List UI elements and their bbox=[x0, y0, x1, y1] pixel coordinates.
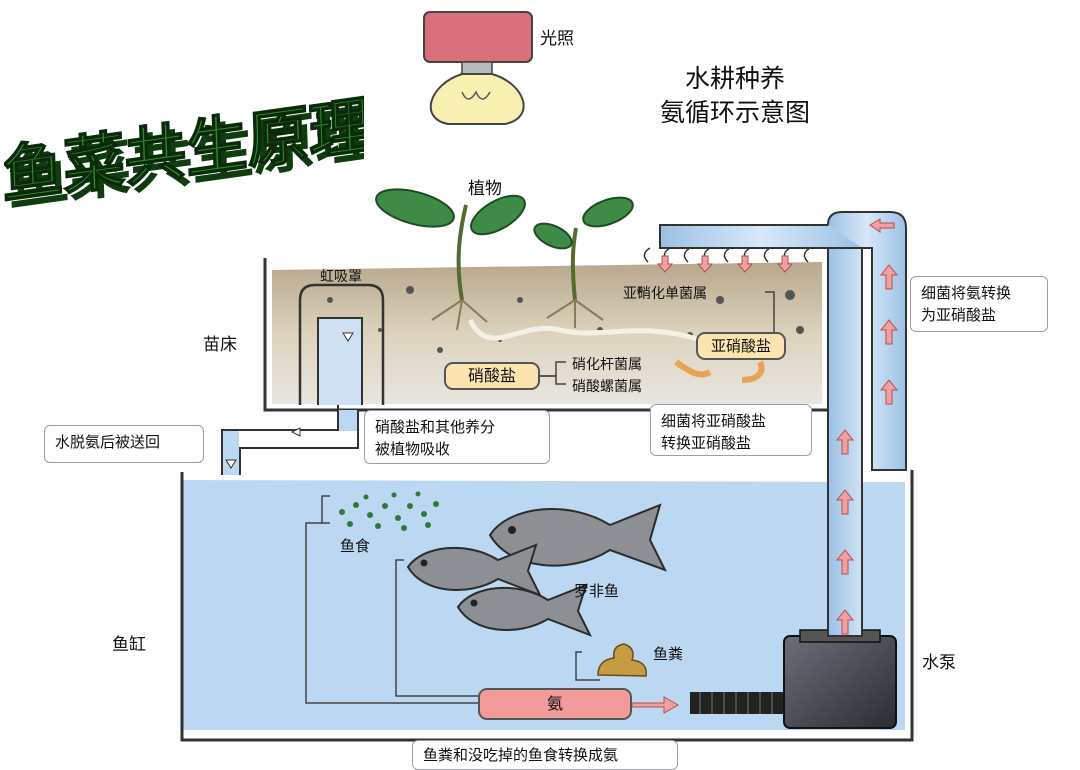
nutrients-callout: 硝酸盐和其他养分 被植物吸收 bbox=[364, 410, 550, 464]
plant-icon bbox=[375, 188, 701, 343]
bacteria-ammonia-callout: 细菌将氨转换 为亚硝酸盐 bbox=[910, 276, 1048, 332]
waste-to-ammonia-callout: 鱼粪和没吃掉的鱼食转换成氨 bbox=[412, 740, 678, 770]
nitrobacter-label: 硝化杆菌属 bbox=[572, 357, 642, 373]
bacteria-nitrite-callout: 细菌将亚硝酸盐 转换亚硝酸盐 bbox=[650, 404, 812, 456]
bacteria-ammonia-line-2: 为亚硝酸盐 bbox=[921, 306, 997, 324]
ammonia-chip: 氨 bbox=[478, 688, 632, 720]
light-bulb-icon bbox=[423, 11, 533, 125]
main-title-line-1: 水耕种养 bbox=[684, 64, 785, 93]
light-label: 光照 bbox=[540, 29, 574, 49]
fish-tank-label: 鱼缸 bbox=[112, 635, 146, 655]
grow-bed-label: 苗床 bbox=[203, 335, 237, 355]
main-title-line-2: 氨循环示意图 bbox=[659, 98, 810, 127]
bacteria-ammonia-line-1: 细菌将氨转换 bbox=[921, 284, 1012, 302]
pump-label: 水泵 bbox=[922, 653, 956, 673]
fish-waste-label: 鱼粪 bbox=[653, 645, 684, 663]
fish-waste-icon bbox=[597, 643, 647, 677]
water-pump-icon bbox=[783, 629, 897, 729]
main-title: 水耕种养 氨循环示意图 bbox=[610, 62, 860, 130]
fish-food-icon bbox=[339, 491, 439, 531]
water-returned-callout: 水脱氨后被送回 bbox=[44, 425, 204, 463]
bacteria-nitrite-line-2: 转换亚硝酸盐 bbox=[661, 434, 752, 452]
nutrients-line-1: 硝酸盐和其他养分 bbox=[375, 418, 496, 436]
siphon-hood bbox=[221, 283, 385, 475]
tilapia-label: 罗非鱼 bbox=[574, 582, 620, 600]
fish-food-label: 鱼食 bbox=[340, 537, 371, 555]
nitrite-chip: 亚硝酸盐 bbox=[696, 332, 786, 360]
return-pipe bbox=[643, 211, 907, 637]
nutrients-line-2: 被植物吸收 bbox=[375, 440, 451, 458]
bacteria-nitrite-line-1: 细菌将亚硝酸盐 bbox=[661, 412, 767, 430]
nitrospira-label: 硝酸螺菌属 bbox=[572, 379, 642, 395]
nitrosomonas-label: 亚硝化单菌属 bbox=[623, 286, 707, 302]
plant-label: 植物 bbox=[468, 179, 502, 199]
title-art: 鱼菜共生原理图 鱼菜共生原理图 bbox=[4, 79, 364, 220]
siphon-label: 虹吸罩 bbox=[320, 269, 362, 285]
nitrate-chip: 硝酸盐 bbox=[444, 362, 540, 390]
tilapia-fish-icon bbox=[406, 503, 668, 637]
